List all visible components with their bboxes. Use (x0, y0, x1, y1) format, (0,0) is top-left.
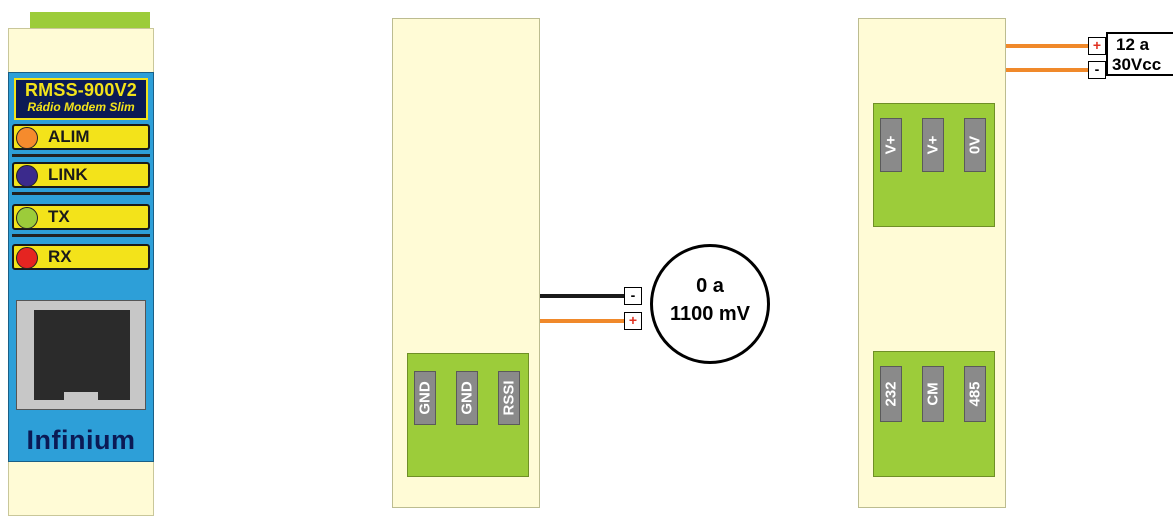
brand-logo: Infinium (26, 425, 136, 455)
led-rx-label: RX (48, 247, 72, 266)
pin-0v[interactable]: 0V (964, 118, 986, 172)
pin-vplus-2[interactable]: V+ (922, 118, 944, 172)
led-tx-label: TX (48, 207, 70, 226)
supply-range-end: 30Vcc (1112, 55, 1162, 74)
pin-gnd-2[interactable]: GND (456, 371, 478, 425)
pin-cm-label: CM (924, 382, 942, 406)
rj45-socket-icon (34, 310, 130, 400)
pin-vplus-2-label: V+ (924, 135, 942, 155)
meter-range-end: 1100 mV (669, 303, 751, 325)
terminal-minus: - (624, 287, 642, 305)
led-rx-icon (16, 247, 38, 269)
led-divider (12, 154, 150, 157)
pin-rssi[interactable]: RSSI (498, 371, 520, 425)
led-rx: RX (12, 244, 150, 270)
pin-vplus-1[interactable]: V+ (880, 118, 902, 172)
meter-range-start: 0 a (696, 275, 724, 297)
led-alim-icon (16, 127, 38, 149)
voltmeter: 0 a 1100 mV (650, 244, 770, 364)
led-divider (12, 234, 150, 237)
led-tx: TX (12, 204, 150, 230)
device-header: RMSS-900V2 Rádio Modem Slim (14, 78, 148, 120)
pin-232-label: 232 (882, 381, 900, 407)
pin-485-label: 485 (966, 381, 984, 407)
rj45-latch (64, 392, 98, 406)
pin-gnd-1-label: GND (416, 381, 434, 415)
led-alim-label: ALIM (48, 127, 90, 146)
led-link: LINK (12, 162, 150, 188)
pin-rssi-label: RSSI (500, 380, 518, 416)
supply-range-start: 12 a (1116, 35, 1150, 54)
terminal-block-serial: 232 CM 485 (873, 351, 995, 477)
device-top-strip (30, 12, 150, 28)
led-link-icon (16, 165, 38, 187)
power-supply-label: 12 a 30Vcc (1106, 32, 1173, 76)
supply-minus: - (1088, 61, 1106, 79)
pin-gnd-1[interactable]: GND (414, 371, 436, 425)
terminal-block-power: V+ V+ 0V (873, 103, 995, 227)
device-subtitle: Rádio Modem Slim (27, 100, 135, 114)
supply-plus: + (1088, 37, 1106, 55)
pin-232[interactable]: 232 (880, 366, 902, 422)
pin-485[interactable]: 485 (964, 366, 986, 422)
device-model: RMSS-900V2 (24, 80, 138, 100)
pin-gnd-2-label: GND (458, 381, 476, 415)
pin-vplus-1-label: V+ (882, 135, 900, 155)
led-divider (12, 192, 150, 195)
pin-0v-label: 0V (966, 135, 984, 155)
terminal-plus: + (624, 312, 642, 330)
led-tx-icon (16, 207, 38, 229)
terminal-block-rssi: GND GND RSSI (407, 353, 529, 477)
pin-cm[interactable]: CM (922, 366, 944, 422)
led-link-label: LINK (48, 165, 88, 184)
led-alim: ALIM (12, 124, 150, 150)
